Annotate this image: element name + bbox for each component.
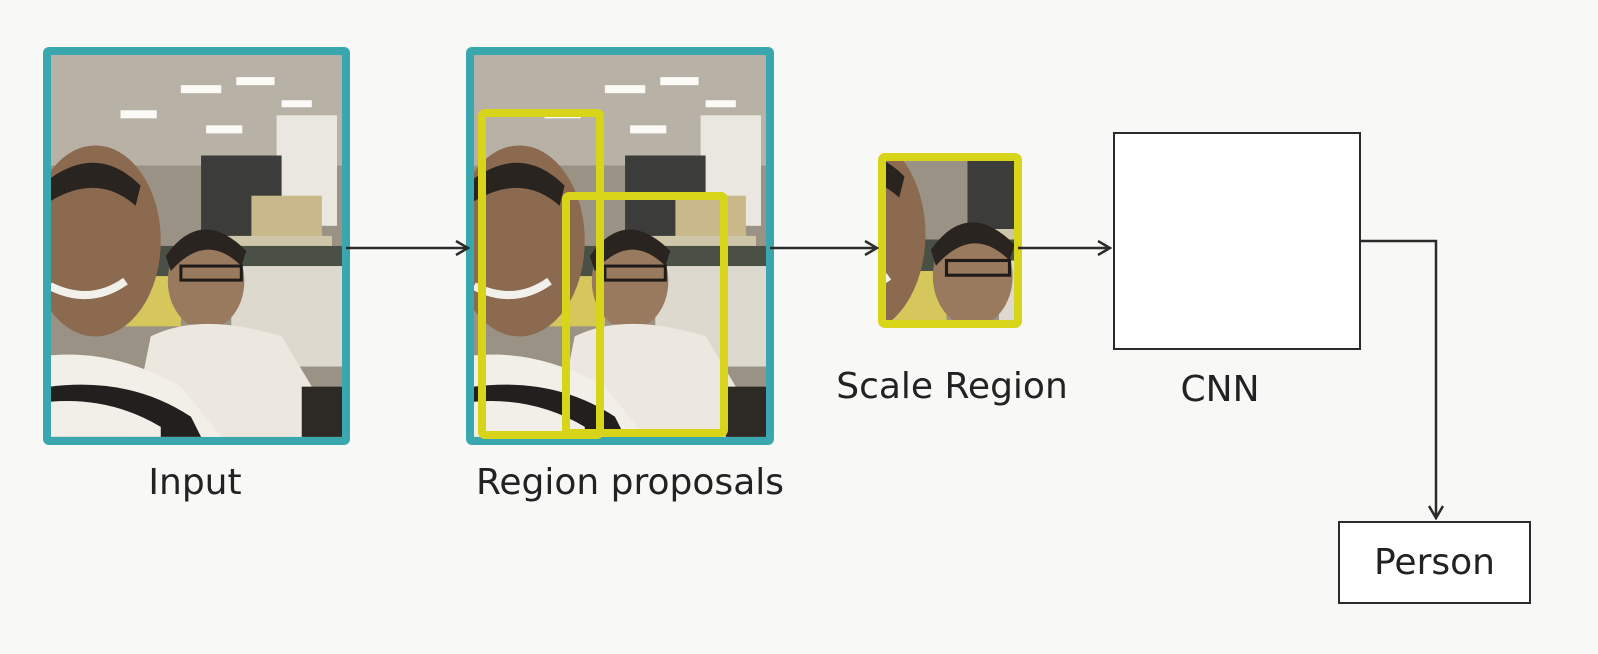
person-label: Person bbox=[1374, 541, 1495, 583]
cnn-label: CNN bbox=[1180, 369, 1260, 410]
scale-region-label: Scale Region bbox=[836, 366, 1068, 407]
input-label: Input bbox=[148, 462, 242, 503]
proposal-box-right bbox=[562, 192, 728, 437]
region-proposals-label: Region proposals bbox=[475, 462, 785, 503]
scale-region-frame bbox=[878, 153, 1022, 328]
cnn-box bbox=[1113, 132, 1361, 350]
person-box: Person bbox=[1338, 521, 1531, 604]
region-proposals-frame bbox=[466, 47, 774, 445]
input-frame bbox=[43, 47, 350, 445]
input-photo bbox=[30, 55, 342, 437]
proposal-box-left bbox=[478, 109, 604, 439]
arrow-cnn-to-person bbox=[1361, 239, 1436, 518]
